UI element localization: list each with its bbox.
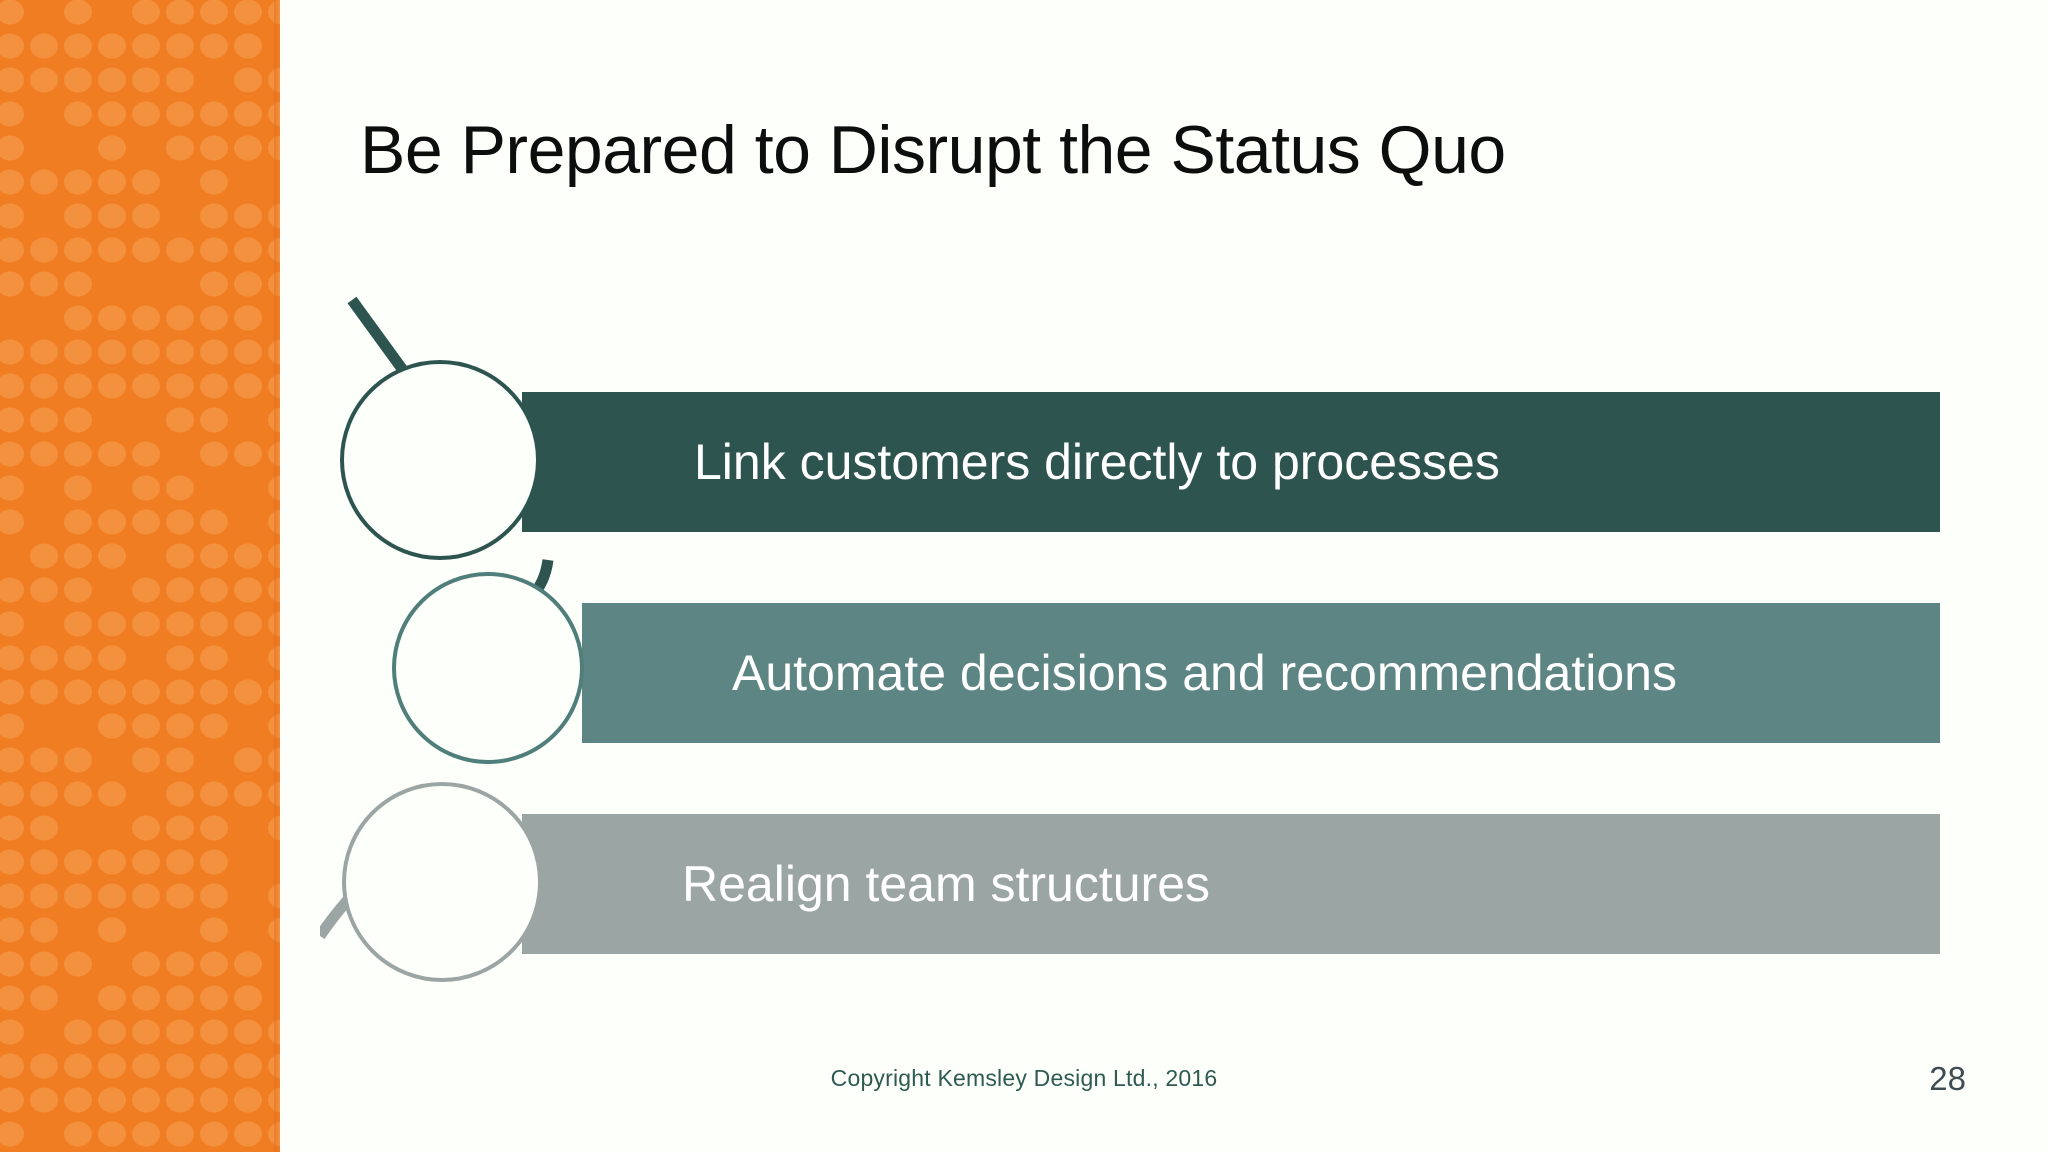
process-node-circle-3[interactable] — [342, 782, 542, 982]
process-bar-1[interactable]: Link customers directly to processes — [522, 392, 1940, 532]
copyright-notice: Copyright Kemsley Design Ltd., 2016 — [830, 1065, 1218, 1091]
process-node-circle-2[interactable] — [392, 572, 584, 764]
process-bar-2[interactable]: Automate decisions and recommendations — [582, 603, 1940, 743]
page-title: Be Prepared to Disrupt the Status Quo — [360, 112, 1506, 188]
slide-number: 28 — [1929, 1060, 1966, 1097]
process-node-circle-1[interactable] — [340, 360, 540, 560]
process-bar-3-label: Realign team structures — [682, 856, 1211, 912]
process-bar-1-label: Link customers directly to processes — [694, 434, 1500, 490]
process-bar-3[interactable]: Realign team structures — [522, 814, 1940, 954]
dot-pattern-icon — [0, 0, 280, 1147]
sidebar-edge-shadow — [274, 0, 280, 1152]
process-diagram: Link customers directly to processes Aut… — [320, 296, 1940, 1030]
decorative-sidebar-band — [0, 0, 280, 1152]
process-bar-2-label: Automate decisions and recommendations — [732, 645, 1677, 701]
